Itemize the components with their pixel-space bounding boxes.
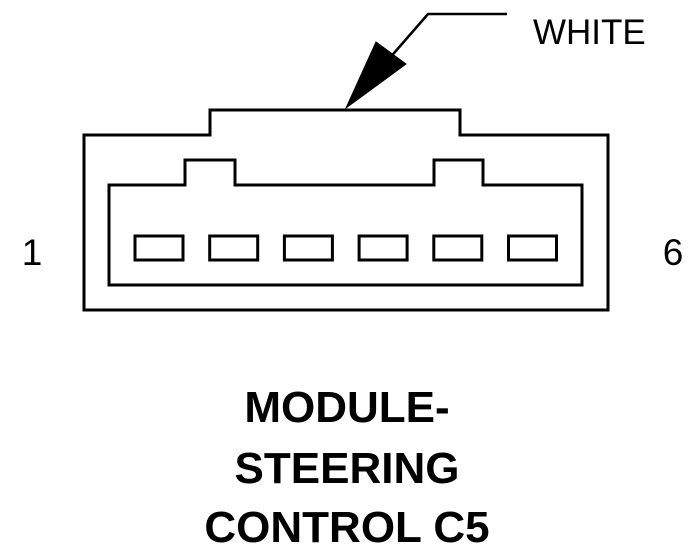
terminal-slot <box>208 234 260 262</box>
connector-cavity-outline <box>107 158 584 287</box>
terminal-slot <box>282 234 334 262</box>
title-line-2: STEERING <box>234 444 460 493</box>
terminal-slot <box>133 234 185 262</box>
terminal-slot <box>432 234 484 262</box>
title-line-1: MODULE- <box>244 383 450 432</box>
title-line-3: CONTROL C5 <box>204 503 490 552</box>
pin-6-label: 6 <box>663 232 684 273</box>
connector-housing-outline <box>82 108 610 312</box>
color-leader-line <box>387 12 507 61</box>
color-leader-arrow <box>344 41 407 110</box>
terminal-slots <box>133 234 558 262</box>
color-label: WHITE <box>533 13 646 52</box>
terminal-slot <box>357 234 409 262</box>
terminal-slot <box>507 234 558 262</box>
pin-1-label: 1 <box>22 232 43 273</box>
